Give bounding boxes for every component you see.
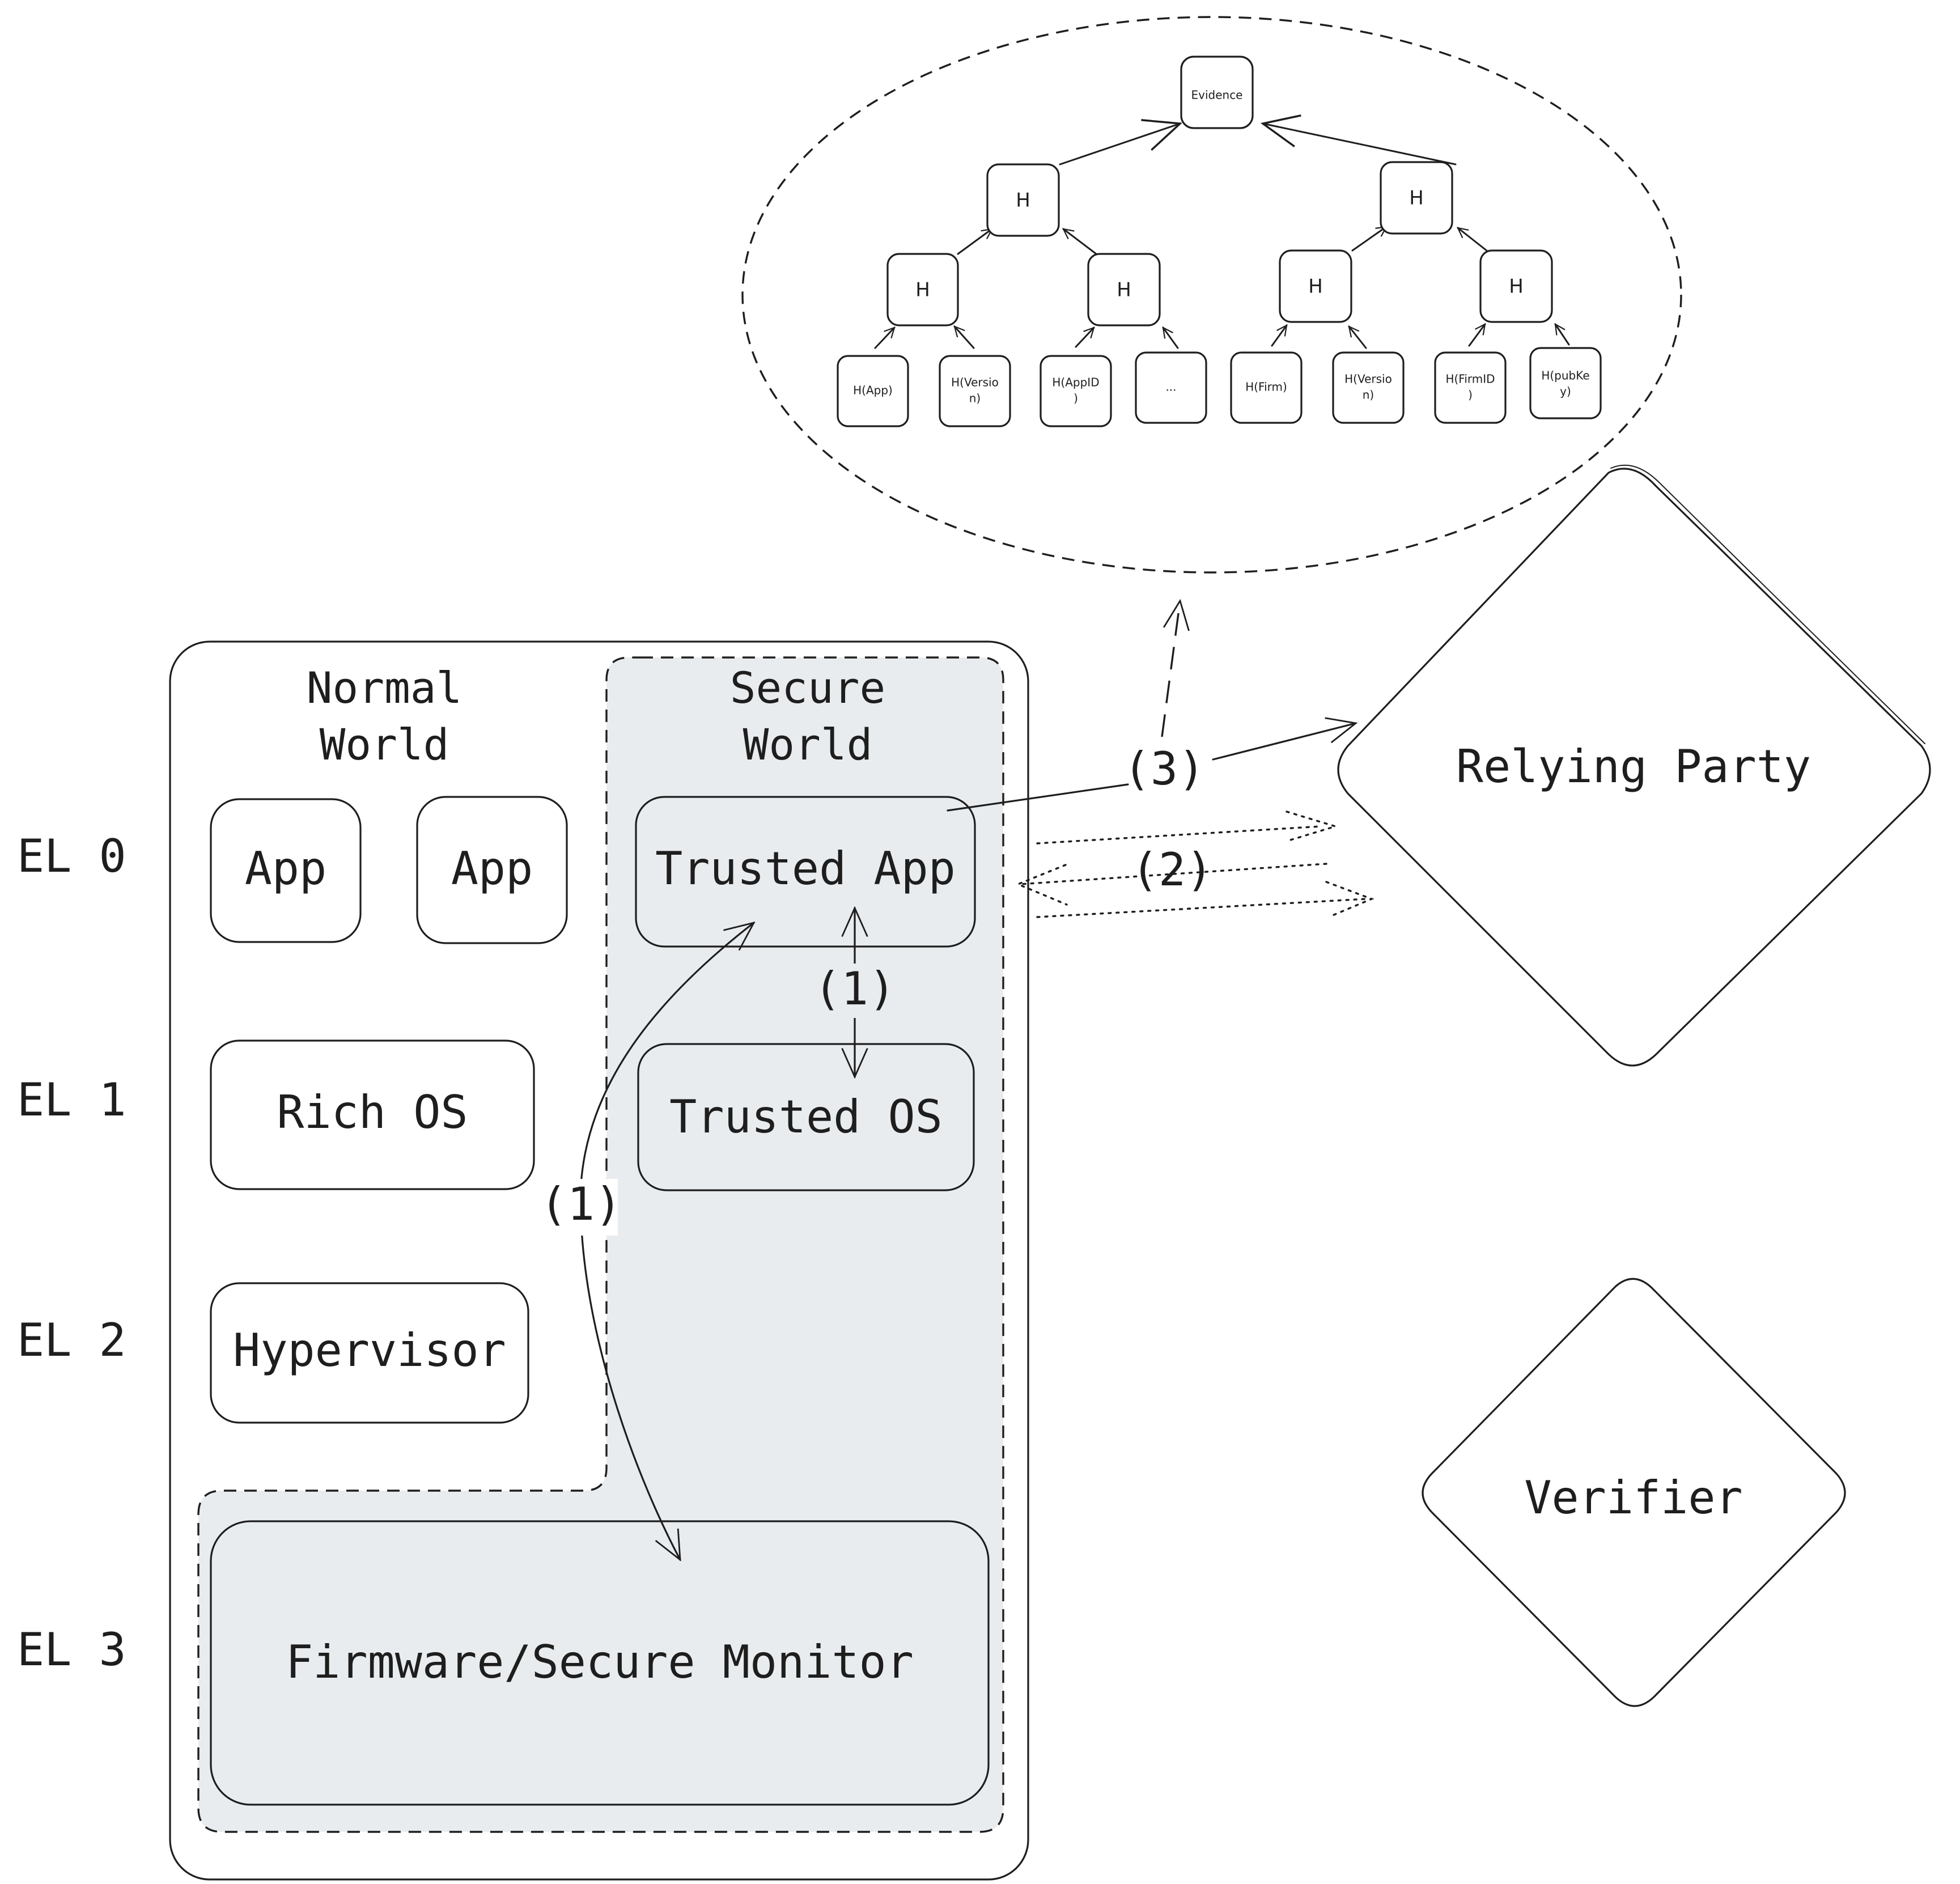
leaf-label: H(pubKe — [1541, 369, 1589, 383]
verifier-diamond: Verifier — [1422, 1278, 1846, 1707]
evidence-node: Evidence — [1180, 56, 1254, 129]
secure-world-title-line2: World — [743, 719, 873, 770]
step3-arrow — [947, 723, 1356, 812]
trusted-app-label: Trusted App — [655, 842, 956, 895]
el3-label: EL 3 — [17, 1623, 126, 1676]
device-container — [169, 640, 1029, 1881]
leaf-label-line2: ) — [1074, 392, 1078, 405]
evidence-label: Evidence — [1191, 88, 1242, 102]
hash-label: H — [1308, 275, 1323, 298]
secure-world-title-line1: Secure — [730, 663, 886, 713]
trusted-app-box: Trusted App — [635, 796, 976, 948]
leaf-label: H(FirmID — [1445, 372, 1495, 386]
hash-label: H — [1509, 275, 1524, 298]
leaf-label: ... — [1165, 380, 1176, 394]
step2-dotted-arrows — [1015, 811, 1374, 918]
app-box-1: App — [210, 798, 362, 943]
leaf-label-line2: n) — [969, 392, 981, 405]
trusted-os-box: Trusted OS — [637, 1043, 975, 1191]
hash-label: H — [1016, 189, 1030, 212]
leaf-label: H(Firm) — [1245, 380, 1287, 394]
leaf-node-app: H(App) — [837, 355, 909, 427]
app-label: App — [451, 842, 533, 895]
leaf-node-appid: H(AppID ) — [1040, 355, 1112, 427]
leaf-node-ellipsis: ... — [1135, 351, 1207, 424]
leaf-node-firmid: H(FirmID ) — [1434, 351, 1507, 424]
firmware-label: Firmware/Secure Monitor — [286, 1636, 914, 1688]
hash-label: H — [915, 279, 930, 302]
rich-os-label: Rich OS — [277, 1086, 468, 1139]
leaf-label: H(Versio — [1344, 372, 1392, 386]
step1-right-bg — [816, 964, 893, 1018]
trusted-os-label: Trusted OS — [669, 1090, 943, 1143]
step1-left-bg — [544, 1179, 618, 1236]
leaf-node-firm: H(Firm) — [1230, 351, 1303, 424]
leaf-label: H(App) — [853, 384, 893, 397]
hash-node-l2-1: H — [886, 253, 959, 326]
evidence-ellipse — [741, 16, 1682, 574]
normal-world-title-line1: Normal — [307, 663, 463, 713]
relying-party-diamond: Relying Party — [1337, 464, 1931, 1067]
step3-label: (3) — [1123, 742, 1206, 795]
hash-node-l2-4: H — [1479, 249, 1553, 323]
leaf-node-pubkey: H(pubKe y) — [1529, 347, 1602, 419]
leaf-node-version: H(Versio n) — [939, 355, 1011, 427]
app-box-2: App — [416, 796, 568, 944]
verifier-label: Verifier — [1524, 1471, 1742, 1524]
leaf-label-line2: ) — [1468, 388, 1473, 402]
evidence-tree-edges — [874, 124, 1570, 349]
el2-label: EL 2 — [17, 1314, 126, 1367]
hash-node-l1-left: H — [986, 163, 1060, 237]
el0-label: EL 0 — [17, 830, 126, 882]
firmware-box: Firmware/Secure Monitor — [210, 1520, 990, 1806]
normal-world-title-line2: World — [320, 719, 449, 770]
app-label: App — [245, 842, 327, 895]
hypervisor-box: Hypervisor — [210, 1282, 529, 1424]
hash-node-l1-right: H — [1380, 161, 1453, 235]
step1-right-label: (1) — [814, 962, 896, 1015]
hash-node-l2-2: H — [1087, 253, 1161, 326]
hash-label: H — [1409, 187, 1424, 210]
hash-label: H — [1117, 279, 1131, 302]
leaf-label: H(AppID — [1052, 376, 1099, 389]
leaf-node-version-2: H(Versio n) — [1332, 351, 1405, 424]
rich-os-box: Rich OS — [210, 1039, 535, 1190]
step3-dashed-arrow — [1161, 601, 1180, 737]
hash-node-l2-3: H — [1279, 249, 1352, 323]
relying-party-label: Relying Party — [1456, 740, 1811, 793]
leaf-label-line2: y) — [1560, 385, 1571, 398]
hypervisor-label: Hypervisor — [233, 1324, 506, 1377]
leaf-label: H(Versio — [951, 376, 999, 389]
step1-left-label: (1) — [540, 1178, 622, 1230]
step2-label: (2) — [1131, 843, 1214, 896]
leaf-label-line2: n) — [1363, 388, 1374, 402]
el1-label: EL 1 — [17, 1073, 126, 1126]
